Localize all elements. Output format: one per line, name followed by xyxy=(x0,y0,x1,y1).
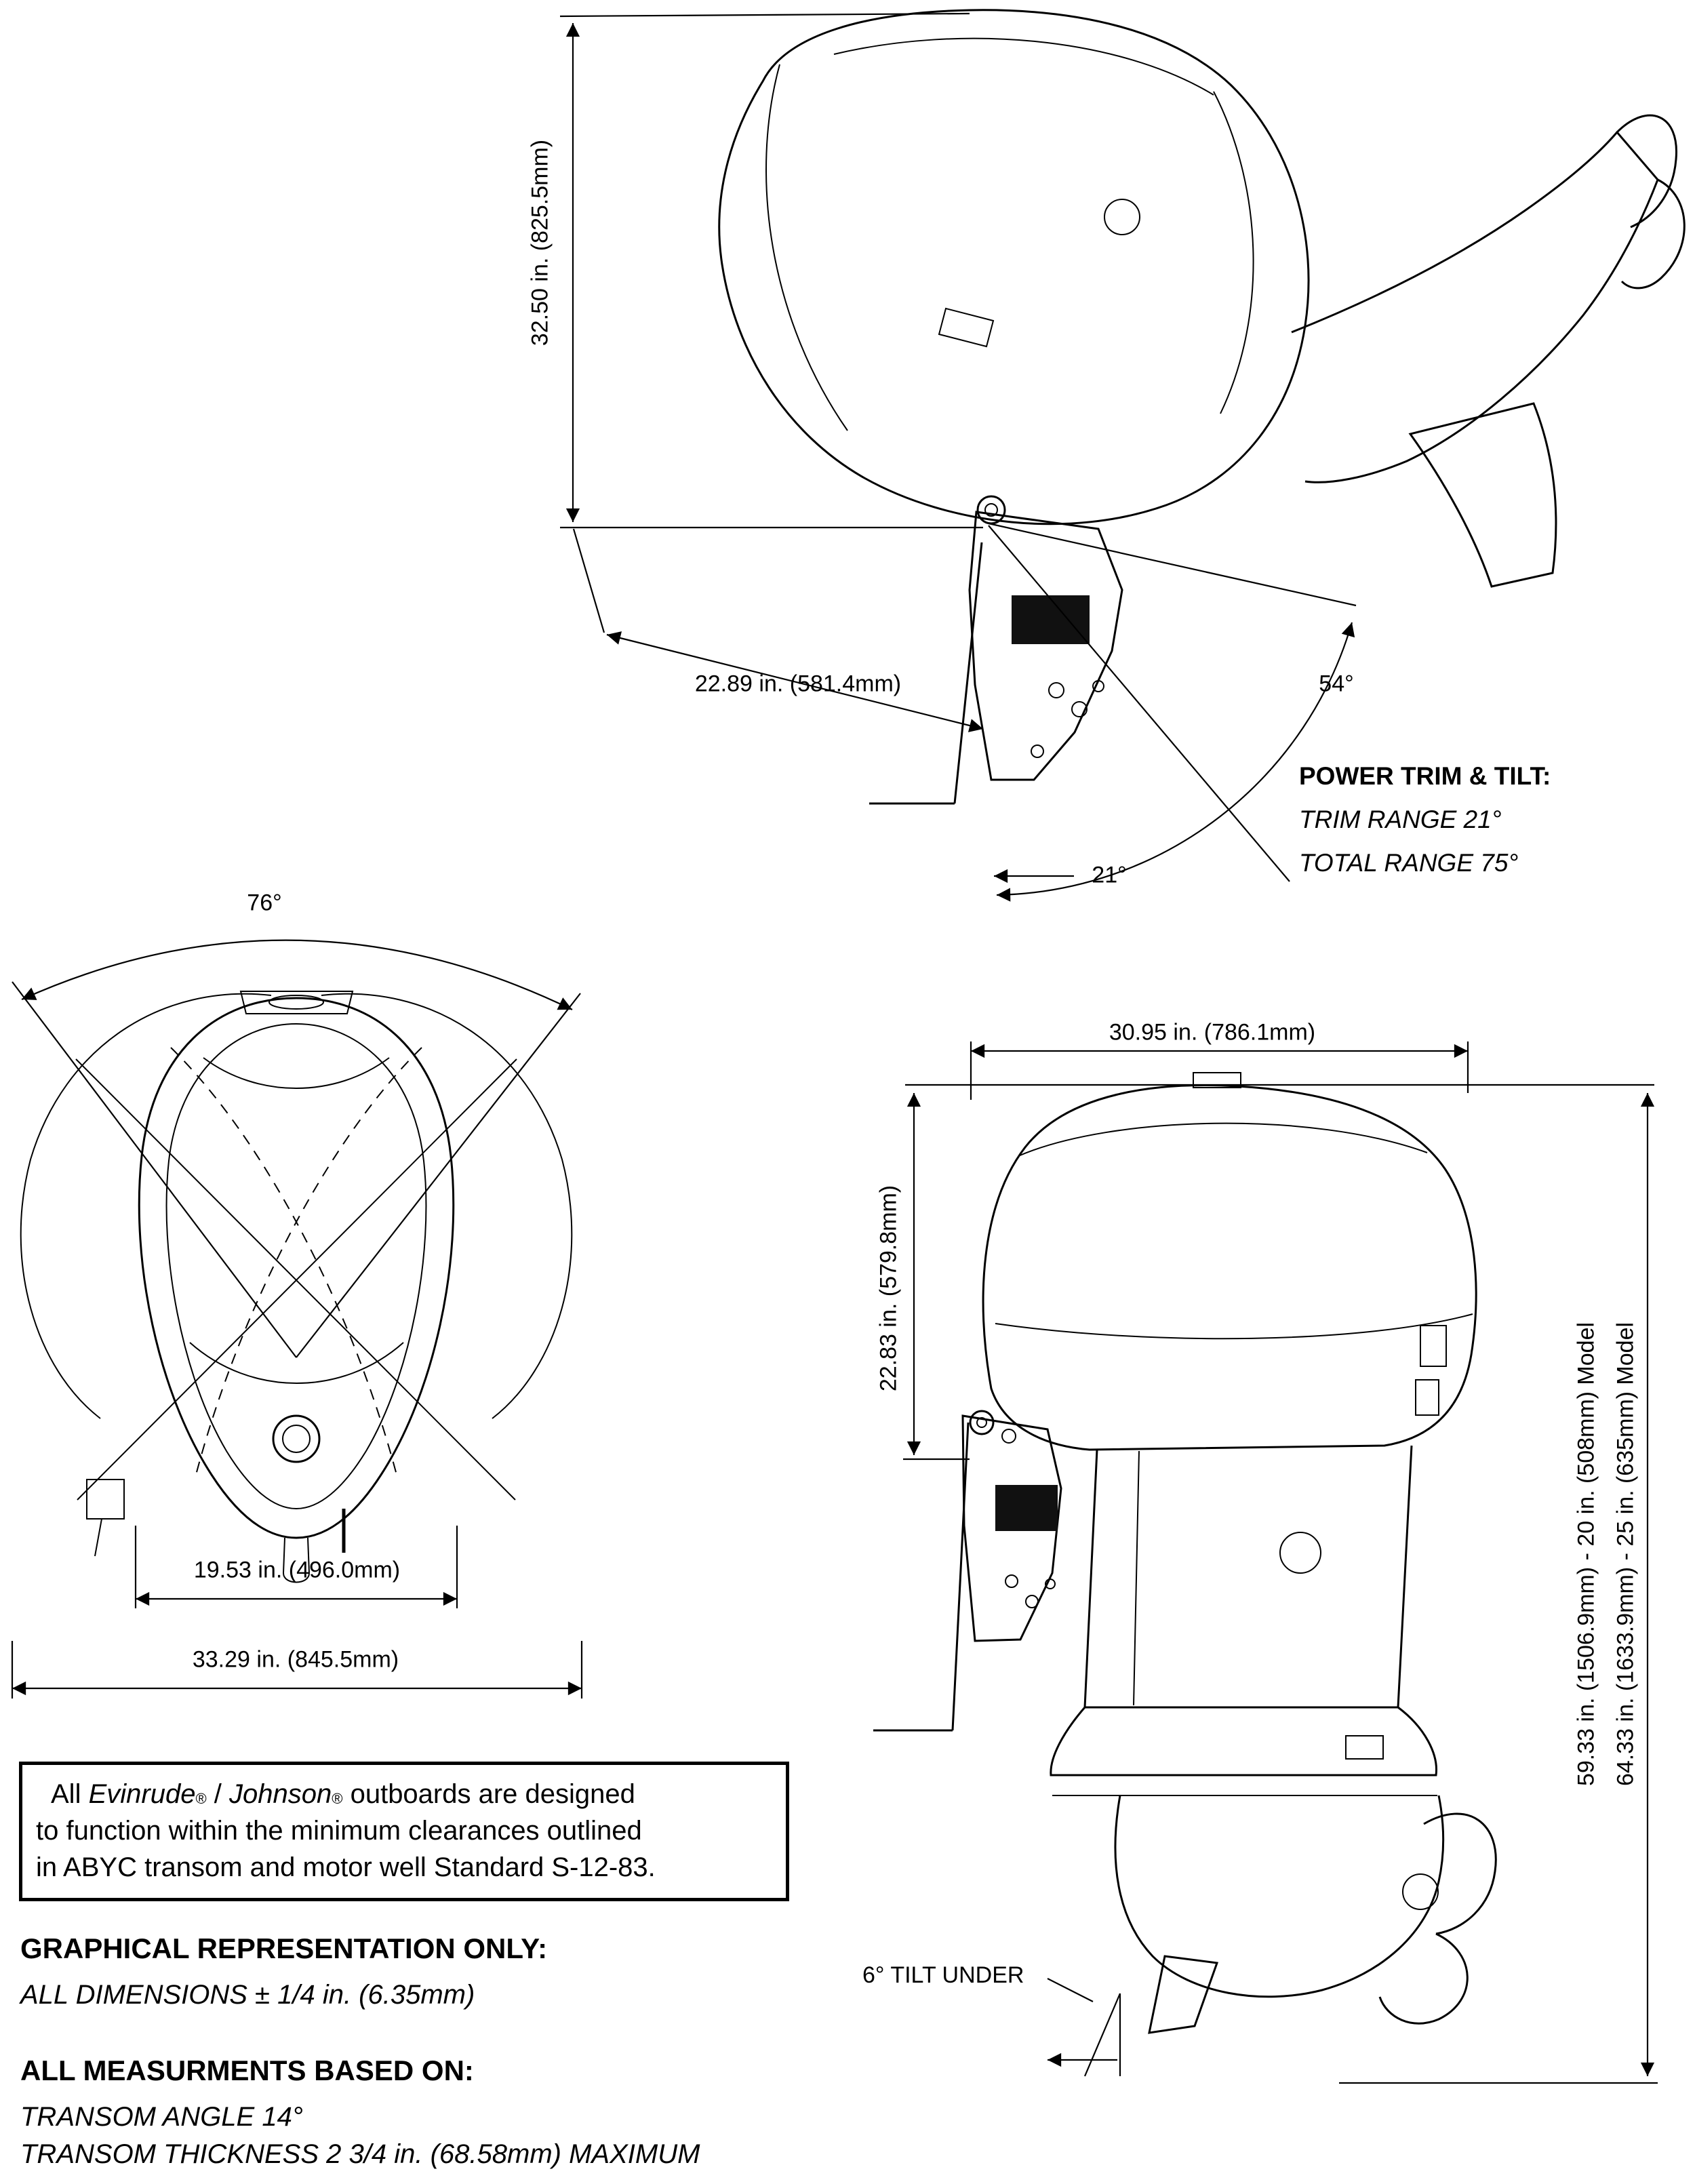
measurements-based-on-title: ALL MEASURMENTS BASED ON: xyxy=(20,2054,474,2086)
clearance-text: in ABYC transom and motor well Standard … xyxy=(36,1852,656,1882)
trim-lower-boundary xyxy=(988,525,1290,882)
bracket-grip-pad xyxy=(1012,595,1090,644)
clearance-note-box: All Evinrude® / Johnson® outboards are d… xyxy=(19,1762,789,1901)
steering-sweep xyxy=(20,993,573,1501)
depth-dimension-label: 30.95 in. (786.1mm) xyxy=(1109,1019,1316,1046)
propeller-blade xyxy=(1616,114,1677,229)
side-view-drawing xyxy=(873,1041,1658,2084)
trim-range-text: TRIM RANGE 21° xyxy=(1299,806,1502,833)
tilt-range-arc xyxy=(996,622,1355,902)
tilt-under-label: 6° TILT UNDER xyxy=(862,1962,1024,1988)
registered-mark: ® xyxy=(195,1790,207,1808)
transom-angle-note: TRANSOM ANGLE 14° xyxy=(20,2102,303,2132)
transom-line xyxy=(873,1422,970,1732)
power-trim-tilt-title: POWER TRIM & TILT: xyxy=(1299,762,1551,790)
side-midsection xyxy=(1083,1445,1413,1709)
skeg xyxy=(1148,1955,1219,2034)
propeller-blade xyxy=(1378,1932,1469,2025)
outer-width-dimension-label: 33.29 in. (845.5mm) xyxy=(192,1646,399,1673)
brand-johnson: Johnson xyxy=(229,1779,332,1809)
cowl-emblem-circle xyxy=(1104,199,1140,235)
bracket-grip-pad xyxy=(995,1485,1058,1531)
steering-angle-arc xyxy=(21,939,573,1010)
reach-dimension-line xyxy=(606,631,984,732)
brand-evinrude: Evinrude xyxy=(88,1779,196,1809)
clearance-text: / xyxy=(206,1779,230,1809)
clearance-text: All xyxy=(51,1779,89,1809)
graphical-representation-title: GRAPHICAL REPRESENTATION ONLY: xyxy=(20,1932,548,1964)
dimension-tolerance-note: ALL DIMENSIONS ± 1/4 in. (6.35mm) xyxy=(20,1980,475,2010)
overall-height-20-label: 59.33 in. (1506.9mm) - 20 in. (508mm) Mo… xyxy=(1573,1322,1599,1787)
side-vent xyxy=(1415,1379,1439,1416)
trim-angle-label: 21° xyxy=(1092,862,1127,888)
clearance-text: outboards are designed xyxy=(342,1779,635,1809)
propeller-blade xyxy=(1620,178,1686,290)
inner-width-dimension-label: 19.53 in. (496.0mm) xyxy=(193,1557,401,1583)
tilt-bracket xyxy=(869,495,1123,805)
top-view-drawing xyxy=(11,939,583,1699)
skeg-fin xyxy=(1408,402,1557,588)
tilt-angle-label: 54° xyxy=(1319,671,1354,697)
steering-angle-label: 76° xyxy=(247,890,282,916)
cowl-height-dimension-label: 22.83 in. (579.8mm) xyxy=(875,1185,902,1392)
tilt-dimensions xyxy=(559,12,1357,902)
side-clamp xyxy=(86,1479,125,1520)
tilt-reach-dimension-label: 22.89 in. (581.4mm) xyxy=(694,671,902,697)
side-lower-unit xyxy=(1050,1706,1497,2034)
tilt-upper-boundary xyxy=(988,522,1357,607)
transom-thickness-note: TRANSOM THICKNESS 2 3/4 in. (68.58mm) MA… xyxy=(20,2139,700,2169)
bottom-stem xyxy=(282,1537,311,1583)
clearance-text: to function within the minimum clearance… xyxy=(36,1816,642,1846)
power-trim-tilt-callout: POWER TRIM & TILT: TRIM RANGE 21° TOTAL … xyxy=(1299,762,1551,877)
cowl-hook xyxy=(1193,1072,1241,1088)
registered-mark: ® xyxy=(332,1790,343,1808)
side-vent xyxy=(1420,1325,1447,1367)
propeller-hub xyxy=(1402,1873,1439,1910)
side-view-dimensions xyxy=(903,1041,1658,2084)
side-bracket xyxy=(873,1410,1062,1732)
top-view-dimensions xyxy=(11,939,583,1699)
total-range-text: TOTAL RANGE 75° xyxy=(1299,849,1519,877)
tilt-cowling xyxy=(718,9,1310,525)
midsection-emblem xyxy=(1279,1532,1321,1574)
latch-circle xyxy=(272,1414,321,1463)
tilt-view-drawing xyxy=(559,9,1686,902)
cowl-vent xyxy=(938,307,995,348)
propeller-blade xyxy=(1423,1812,1497,1935)
tilt-gearcase xyxy=(1291,114,1686,588)
side-cowling xyxy=(982,1072,1477,1451)
tilt-height-dimension-label: 32.50 in. (825.5mm) xyxy=(527,139,553,346)
overall-height-25-label: 64.33 in. (1633.9mm) - 25 in. (635mm) Mo… xyxy=(1612,1322,1639,1787)
top-cowling xyxy=(86,991,455,1583)
